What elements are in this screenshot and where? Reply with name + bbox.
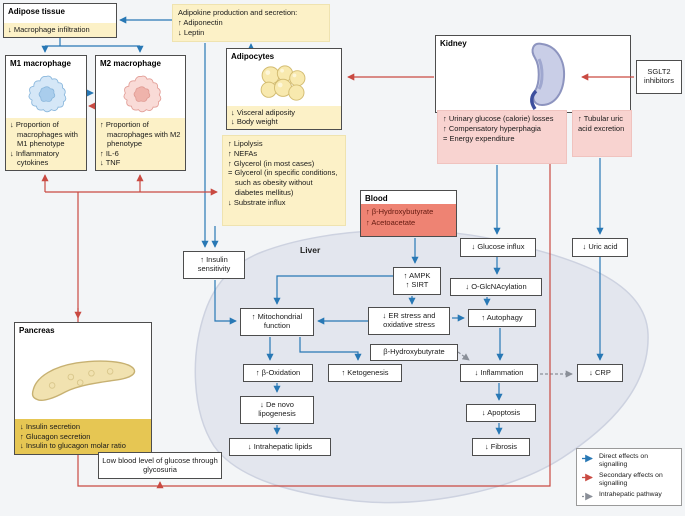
legend-direct-arrow-icon — [582, 454, 593, 463]
legend-direct-row: Direct effects on signalling — [581, 453, 677, 469]
adipocytes-box: Adipocytes ↓ Visceral adiposity ↓ Body w… — [226, 48, 342, 130]
m1-title: M1 macrophage — [10, 59, 71, 68]
ampk-label: ↑ AMPK — [403, 271, 431, 281]
beta-oxidation-box: ↑ β-Oxidation — [243, 364, 313, 382]
er-stress-box: ↓ ER stress and oxidative stress — [368, 307, 450, 335]
lipolysis-line-3: ↑ Glycerol (in most cases) — [228, 158, 315, 168]
m2-effects: ↑ Proportion of macrophages with M2 phen… — [96, 118, 185, 170]
adipokine-line-1: Adipokine production and secretion: — [178, 8, 298, 17]
m1-effect-2: ↓ Inflammatory cytokines — [10, 148, 60, 168]
m2-macrophage-box: M2 macrophage ↑ Proportion of macrophage… — [95, 55, 186, 171]
blood-line-2: ↑ Acetoacetate — [366, 217, 416, 227]
autophagy-box: ↑ Autophagy — [468, 309, 536, 327]
adipocytes-title: Adipocytes — [231, 52, 275, 61]
legend-direct-label: Direct effects on signalling — [599, 453, 648, 469]
adipokine-line-2: ↑ Adiponectin — [178, 17, 223, 27]
crp-box: ↓ CRP — [577, 364, 623, 382]
liver-title: Liver — [300, 245, 321, 255]
fibrosis-box: ↓ Fibrosis — [472, 438, 530, 456]
blood-line-1: ↑ β-Hydroxybutyrate — [366, 207, 434, 216]
lipolysis-line-5: ↓ Substrate influx — [228, 197, 286, 207]
pancreas-effect-2: ↑ Glucagon secretion — [20, 431, 91, 441]
legend-secondary-row: Secondary effects on signalling — [581, 472, 677, 488]
blood-ketones: ↑ β-Hydroxybutyrate ↑ Acetoacetate — [361, 204, 456, 236]
adipose-tissue-effect: ↓ Macrophage infiltration — [4, 23, 116, 37]
adipocytes-effect-2: ↓ Body weight — [231, 117, 278, 127]
pancreas-effect-3: ↓ Insulin to glucagon molar ratio — [20, 441, 126, 451]
legend-secondary-label: Secondary effects on signalling — [599, 472, 663, 488]
adipocytes-effect-1: ↓ Visceral adiposity — [231, 107, 296, 117]
m2-effect-3: ↓ TNF — [100, 158, 121, 168]
m1-macrophage-box: M1 macrophage ↓ Proportion of macrophage… — [5, 55, 87, 171]
pancreas-title: Pancreas — [19, 326, 55, 335]
arrow-ampk-to-mito — [273, 275, 393, 305]
arrow-mito-to-ketogenesis — [299, 337, 362, 361]
sglt2-inhibitors-box: SGLT2 inhibitors — [636, 60, 682, 94]
kidney-icon — [530, 42, 566, 110]
adipocytes-icon — [227, 62, 341, 106]
ketogenesis-box: ↑ Ketogenesis — [328, 364, 402, 382]
m2-effect-2: ↑ IL-6 — [100, 148, 119, 158]
apoptosis-box: ↓ Apoptosis — [466, 404, 536, 422]
legend-box: Direct effects on signalling Secondary e… — [576, 448, 682, 506]
m2-title: M2 macrophage — [100, 59, 161, 68]
insulin-sensitivity-box: ↑ Insulin sensitivity — [183, 251, 245, 279]
m2-effect-1: ↑ Proportion of macrophages with M2 phen… — [100, 120, 181, 149]
lipolysis-box: ↑ Lipolysis ↑ NEFAs ↑ Glycerol (in most … — [222, 135, 346, 226]
uric-acid-box: ↓ Uric acid — [572, 238, 628, 257]
m1-effects: ↓ Proportion of macrophages with M1 phen… — [6, 118, 86, 170]
de-novo-lipogenesis-box: ↓ De novo lipogenesis — [240, 396, 314, 424]
lipolysis-line-2: ↑ NEFAs — [228, 148, 258, 158]
pancreas-box: Pancreas ↓ Insulin secretion ↑ Glucagon … — [14, 322, 152, 455]
ampk-sirt-box: ↑ AMPK ↑ SIRT — [393, 267, 441, 295]
lipolysis-line-1: ↑ Lipolysis — [228, 139, 263, 148]
bohb-box: β-Hydroxybutyrate — [370, 344, 458, 361]
urinary-line-1: ↑ Urinary glucose (calorie) losses — [443, 114, 554, 123]
glucose-influx-box: ↓ Glucose influx — [460, 238, 536, 257]
mitochondrial-function-box: ↑ Mitochondrial function — [240, 308, 314, 336]
legend-intrahepatic-row: Intrahepatic pathway — [581, 491, 677, 501]
m2-macrophage-icon — [96, 69, 185, 118]
pancreas-effect-1: ↓ Insulin secretion — [20, 421, 81, 431]
inflammation-box: ↓ Inflammation — [460, 364, 538, 382]
pancreas-effects: ↓ Insulin secretion ↑ Glucagon secretion… — [15, 418, 151, 454]
m1-macrophage-icon — [6, 69, 86, 118]
adipokine-box: Adipokine production and secretion: ↑ Ad… — [172, 4, 330, 42]
blood-title: Blood — [365, 194, 388, 203]
blood-box: Blood ↑ β-Hydroxybutyrate ↑ Acetoacetate — [360, 190, 457, 237]
glycosuria-box: Low blood level of glucose through glyco… — [98, 452, 222, 479]
adipocytes-effects: ↓ Visceral adiposity ↓ Body weight — [227, 105, 341, 129]
adipokine-line-3: ↓ Leptin — [178, 27, 205, 37]
sirt-label: ↑ SIRT — [405, 280, 429, 289]
kidney-title: Kidney — [440, 39, 467, 48]
m1-effect-1: ↓ Proportion of macrophages with M1 phen… — [10, 120, 78, 149]
legend-intrahepatic-label: Intrahepatic pathway — [599, 491, 662, 499]
oglcnacylation-box: ↓ O-GlcNAcylation — [450, 278, 542, 296]
arrow-bohb-to-inflammation — [457, 351, 470, 361]
arrow-insulin-to-mito — [214, 280, 237, 325]
intrahepatic-lipids-box: ↓ Intrahepatic lipids — [229, 438, 331, 456]
legend-secondary-arrow-icon — [582, 473, 593, 482]
urinary-effects-box: ↑ Urinary glucose (calorie) losses ↑ Com… — [437, 110, 567, 164]
tubular-uric-acid-box: ↑ Tubular uric acid excretion — [572, 110, 632, 157]
lipolysis-line-4: = Glycerol (in specific conditions, such… — [228, 168, 338, 197]
urinary-line-3: = Energy expenditure — [443, 133, 515, 143]
kidney-box: Kidney — [435, 35, 631, 113]
adipose-tissue-box: Adipose tissue ↓ Macrophage infiltration — [3, 3, 117, 38]
urinary-line-2: ↑ Compensatory hyperphagia — [443, 123, 541, 133]
pancreas-icon — [15, 336, 151, 419]
adipose-tissue-title: Adipose tissue — [8, 7, 65, 16]
legend-intrahepatic-arrow-icon — [582, 492, 593, 501]
